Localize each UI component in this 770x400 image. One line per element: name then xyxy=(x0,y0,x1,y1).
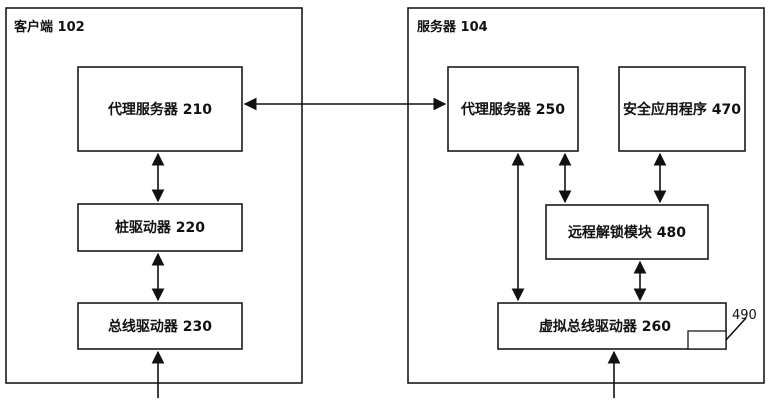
stub-driver-box xyxy=(77,203,243,252)
ref-490-leader xyxy=(725,317,747,341)
security-app-label: 安全应用程序 470 xyxy=(623,101,741,118)
client-title: 客户端 102 xyxy=(14,19,85,35)
virtual-bus-driver-label: 虚拟总线驱动器 260 xyxy=(539,318,671,335)
inner-block-490 xyxy=(687,330,727,350)
security-app-box xyxy=(618,66,746,152)
stub-driver-label: 桩驱动器 220 xyxy=(115,219,205,236)
remote-unlock-box xyxy=(545,204,709,260)
server-title: 服务器 104 xyxy=(417,19,488,35)
client-proxy-label: 代理服务器 210 xyxy=(107,101,212,118)
remote-unlock-label: 远程解锁模块 480 xyxy=(568,224,686,241)
bus-driver-label: 总线驱动器 230 xyxy=(108,318,212,335)
bus-driver-box xyxy=(77,302,243,350)
server-proxy-label: 代理服务器 250 xyxy=(460,101,565,118)
server-proxy-box xyxy=(447,66,579,152)
ref-490-label: 490 xyxy=(732,308,757,323)
client-proxy-box xyxy=(77,66,243,152)
